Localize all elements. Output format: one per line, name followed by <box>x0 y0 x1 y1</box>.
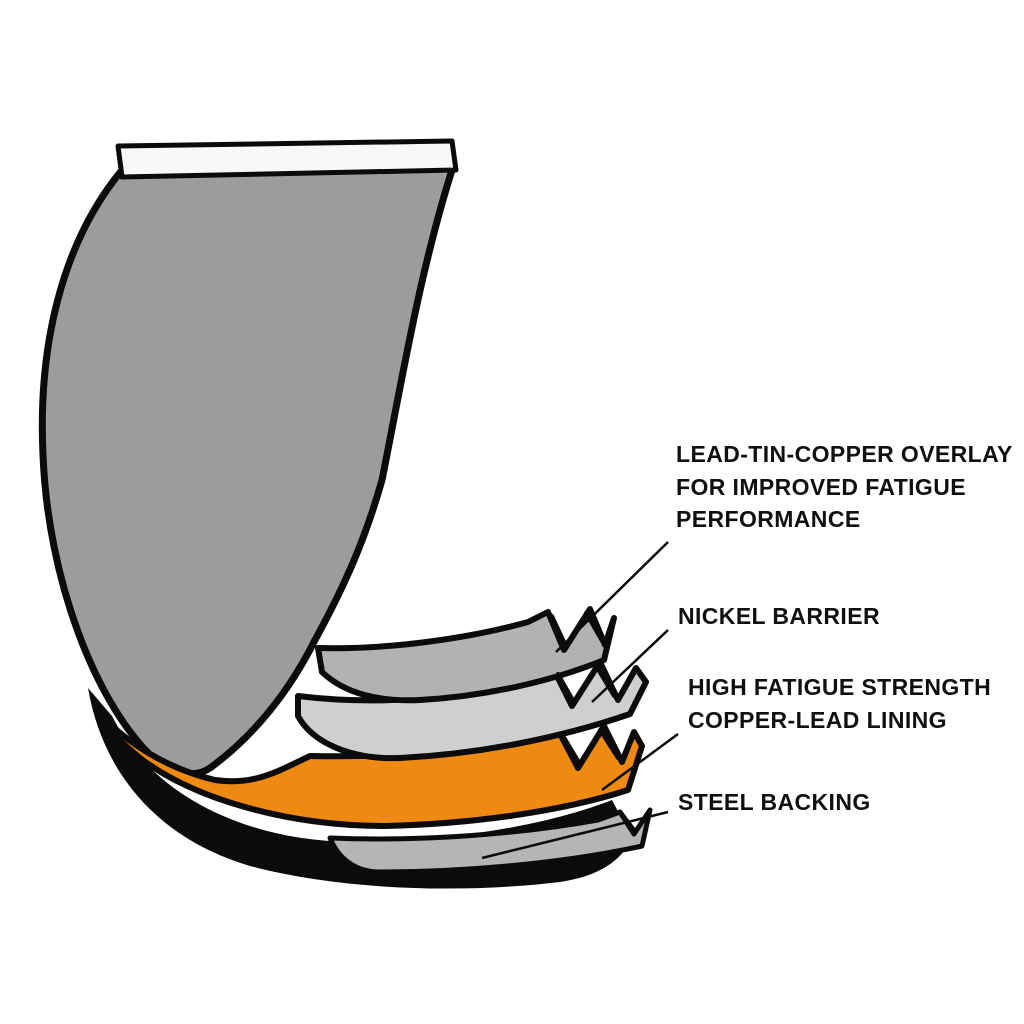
bearing-shell-face <box>38 163 457 778</box>
leader-line-steel <box>481 810 669 860</box>
lead-tin-copper-overlay-layer <box>315 606 617 704</box>
label-nickel-barrier: NICKEL BARRIER <box>678 603 880 629</box>
label-lead-tin-copper-overlay: LEAD-TIN-COPPER OVERLAY FOR IMPROVED FAT… <box>676 441 1013 533</box>
label-copper-lead-lining: HIGH FATIGUE STRENGTH COPPER-LEAD LINING <box>688 674 992 733</box>
leader-line-nickel <box>591 629 669 703</box>
leader-line-copper-lead <box>601 732 679 792</box>
shell-top-edge <box>115 138 459 180</box>
torn-edge-details <box>550 611 636 832</box>
steel-backing-layer <box>327 807 653 875</box>
label-steel-backing: STEEL BACKING <box>678 789 871 815</box>
copper-lead-lining-layer <box>93 707 645 829</box>
leader-line-overlay <box>555 541 669 653</box>
